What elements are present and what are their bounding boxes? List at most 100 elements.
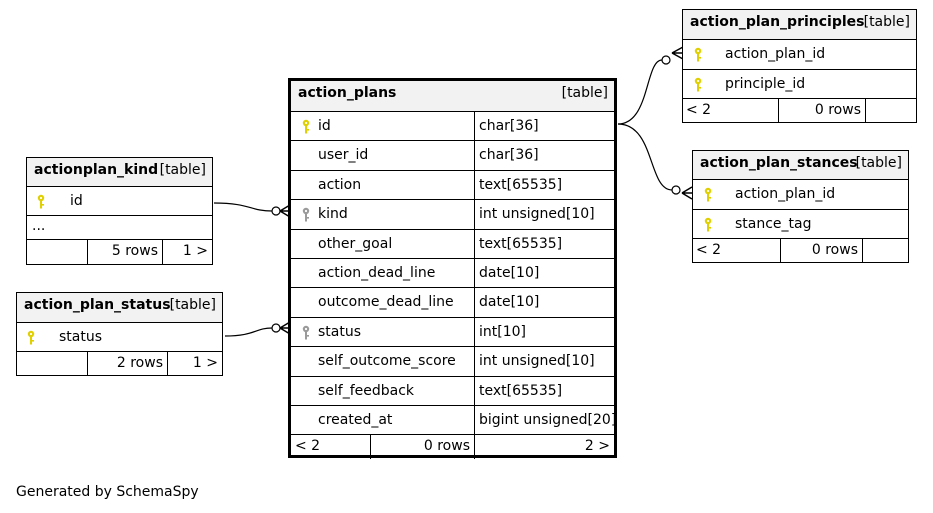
parents-cell [27, 240, 88, 264]
table-footer: < 2 0 rows 2 > [291, 435, 614, 460]
parents-cell: < 2 [291, 435, 371, 460]
column-row-action-plan-id[interactable]: action_plan_id [693, 180, 908, 210]
parents-cell [17, 352, 88, 375]
table-actionplan-kind[interactable]: actionplan_kind [table] id ... 5 rows 1 … [26, 157, 213, 265]
table-footer: 5 rows 1 > [27, 240, 212, 264]
table-footer: < 2 0 rows [683, 99, 916, 122]
table-header: action_plan_status [table] [17, 293, 222, 323]
column-type-cell: int[10] [474, 317, 614, 347]
table-name: action_plan_principles [690, 14, 865, 30]
column-type: int[10] [479, 323, 526, 340]
table-action-plan-status[interactable]: action_plan_status [table] status 2 rows… [16, 292, 223, 376]
column-type-cell: text[65535] [474, 376, 614, 405]
column-name-cell: self_feedback [291, 377, 474, 405]
relation-principles-optional-marker [661, 55, 671, 65]
table-header: action_plans [table] [291, 81, 614, 112]
table-type: [table] [169, 297, 216, 313]
parents-count: < 2 [295, 438, 321, 455]
column-type: text[65535] [479, 176, 563, 193]
column-name: id [318, 118, 331, 134]
row-count: 2 rows [116, 355, 163, 371]
column-name: principle_id [725, 76, 806, 92]
column-name-cell: kind [291, 200, 474, 228]
column-row-action-dead-line[interactable]: action_dead_line date[10] [291, 258, 614, 289]
table-name: action_plans [298, 85, 397, 101]
row-count: 0 rows [814, 102, 861, 118]
column-row-self-outcome-score[interactable]: self_outcome_score int unsigned[10] [291, 347, 614, 377]
relation-kind-optional-marker [271, 206, 281, 216]
children-cell: 1 > [168, 352, 222, 375]
column-name: status [59, 329, 103, 345]
column-name: stance_tag [735, 216, 812, 232]
table-header: actionplan_kind [table] [27, 158, 212, 187]
generated-by-label: Generated by SchemaSpy [16, 484, 199, 500]
column-name: other_goal [318, 235, 393, 252]
column-row-id[interactable]: id char[36] [291, 112, 614, 142]
relation-stances [617, 123, 673, 191]
table-type: [table] [855, 155, 902, 171]
table-name: actionplan_kind [34, 162, 159, 178]
table-action-plan-stances[interactable]: action_plan_stances [table] action_plan_… [692, 150, 909, 263]
more-columns-ellipsis: ... [32, 218, 46, 234]
relation-stances-crowfoot [681, 186, 693, 200]
column-name-cell: self_outcome_score [291, 347, 474, 375]
table-action-plan-principles[interactable]: action_plan_principles [table] action_pl… [682, 9, 917, 123]
column-name-cell: other_goal [291, 230, 474, 258]
column-row-action[interactable]: action text[65535] [291, 170, 614, 201]
column-name-cell: action [291, 171, 474, 199]
relation-principles-crowfoot [671, 46, 684, 60]
column-type-cell: date[10] [474, 288, 614, 317]
parents-cell: < 2 [683, 99, 779, 122]
column-row-principle-id[interactable]: principle_id [683, 70, 916, 99]
column-type: int unsigned[10] [479, 353, 595, 370]
column-type: char[36] [479, 147, 539, 164]
column-row-status[interactable]: status [17, 323, 222, 352]
relation-stances-optional-marker [671, 185, 681, 195]
key-icon [36, 194, 46, 214]
children-cell [863, 239, 908, 262]
column-type-cell: char[36] [474, 112, 614, 141]
column-type-cell: int unsigned[10] [474, 347, 614, 376]
key-icon [26, 330, 36, 350]
children-count: 1 > [182, 243, 208, 259]
parents-count: < 2 [686, 102, 712, 118]
table-header: action_plan_stances [table] [693, 151, 908, 180]
column-name-cell: outcome_dead_line [291, 288, 474, 316]
children-cell [866, 99, 916, 122]
column-name: status [318, 323, 362, 340]
column-name: action_dead_line [318, 264, 436, 281]
row-count: 0 rows [811, 242, 858, 258]
column-type: date[10] [479, 294, 540, 311]
column-type-cell: bigint unsigned[20] [474, 405, 616, 435]
relation-status-optional-marker [271, 323, 281, 333]
rows-cell: 0 rows [779, 99, 866, 122]
parents-cell: < 2 [693, 239, 781, 262]
parents-count: < 2 [696, 242, 722, 258]
column-type-cell: char[36] [474, 141, 614, 170]
column-type-cell: text[65535] [474, 170, 614, 200]
column-type: date[10] [479, 264, 540, 281]
column-row-status[interactable]: status int[10] [291, 317, 614, 348]
column-name: action_plan_id [735, 186, 836, 202]
children-cell: 2 > [475, 435, 614, 459]
column-row-action-plan-id[interactable]: action_plan_id [683, 40, 916, 70]
rows-cell: 2 rows [88, 352, 168, 375]
column-type-cell: date[10] [474, 258, 614, 288]
relation-kind [213, 202, 273, 212]
column-row-stance-tag[interactable]: stance_tag [693, 210, 908, 239]
column-row-outcome-dead-line[interactable]: outcome_dead_line date[10] [291, 288, 614, 318]
more-columns-row: ... [27, 216, 212, 240]
rows-cell: 5 rows [88, 240, 163, 264]
column-row-created-at[interactable]: created_at bigint unsigned[20] [291, 405, 616, 436]
column-row-id[interactable]: id [27, 187, 212, 216]
table-type: [table] [863, 14, 910, 30]
column-name: created_at [318, 411, 393, 428]
children-cell: 1 > [163, 240, 212, 264]
table-footer: 2 rows 1 > [17, 352, 222, 375]
